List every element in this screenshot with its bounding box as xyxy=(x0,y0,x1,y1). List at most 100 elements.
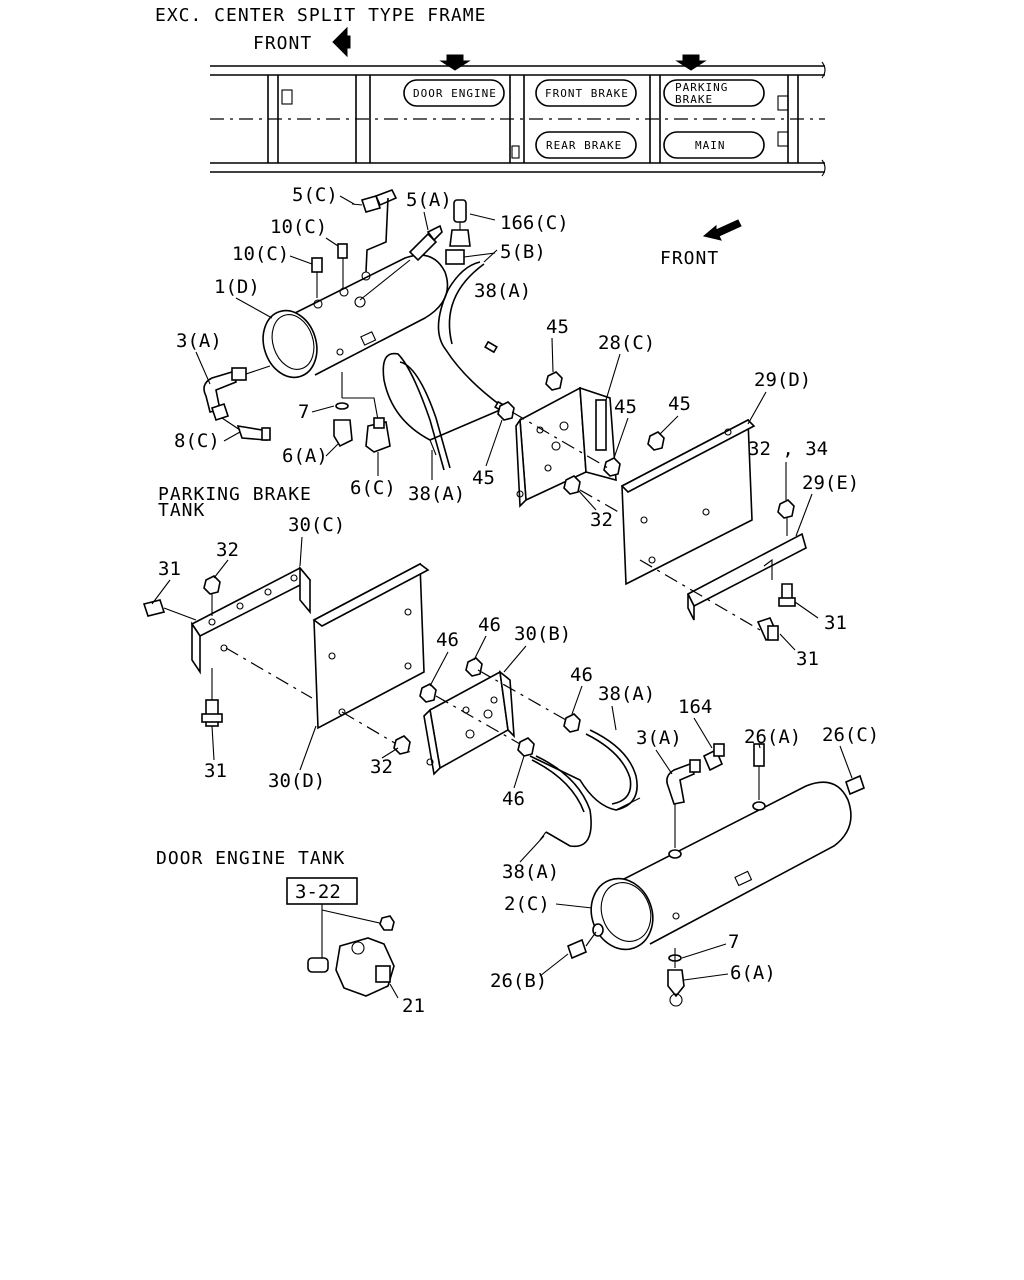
callout-7-2: 7 xyxy=(728,931,739,953)
bracket-30c xyxy=(142,565,313,727)
ref-box-3-22: 3-22 xyxy=(286,877,385,958)
frame-title: EXC. CENTER SPLIT TYPE FRAME xyxy=(155,5,486,26)
callout-21: 21 xyxy=(402,995,425,1017)
callout-6c: 6(C) xyxy=(350,477,396,499)
valve-21 xyxy=(307,915,399,999)
parking-brake-tank-heading-1: PARKING BRAKE xyxy=(158,484,312,505)
callout-30d: 30(D) xyxy=(268,770,325,792)
frame-tank-parking-brake: PARKING BRAKE xyxy=(663,79,765,107)
callout-46-3: 46 xyxy=(570,664,593,686)
callout-32-2: 32 xyxy=(216,539,239,561)
drain-assembly-upper xyxy=(333,372,391,453)
callout-1d: 1(D) xyxy=(214,276,260,298)
valve-166c xyxy=(449,199,496,247)
svg-text:BRAKE: BRAKE xyxy=(675,93,713,106)
svg-text:FRONT BRAKE: FRONT BRAKE xyxy=(545,87,629,100)
connector-8c xyxy=(221,417,271,441)
rail-break-top xyxy=(821,61,826,79)
svg-text:DOOR ENGINE: DOOR ENGINE xyxy=(413,87,497,100)
callout-31-2: 31 xyxy=(824,612,847,634)
callout-38a-4: 38(A) xyxy=(502,861,559,883)
callout-46-2: 46 xyxy=(478,614,501,636)
callout-30c: 30(C) xyxy=(288,514,345,536)
callout-labels: 5(C) 10(C) 10(C) 5(A) 166(C) 5(B) 1(D) 3… xyxy=(158,184,879,1017)
fitting-5a xyxy=(359,224,443,301)
bracket-28c xyxy=(515,386,617,508)
frame-tank-front-brake: FRONT BRAKE xyxy=(535,79,637,107)
plate-29d xyxy=(620,418,756,586)
rail-break-bottom xyxy=(821,159,826,177)
callout-3a-2: 3(A) xyxy=(636,727,682,749)
svg-text:PARKING: PARKING xyxy=(675,81,728,94)
callout-28c: 28(C) xyxy=(598,332,655,354)
callout-45-3: 45 xyxy=(668,393,691,415)
tank-1d xyxy=(262,254,449,379)
callout-10c-b: 10(C) xyxy=(232,243,289,265)
callout-26b: 26(B) xyxy=(490,970,547,992)
callout-5c: 5(C) xyxy=(292,184,338,206)
lower-tank-assembly: PARKING BRAKE TANK xyxy=(142,484,865,1007)
callout-32-1: 32 xyxy=(590,509,613,531)
callout-5a: 5(A) xyxy=(406,189,452,211)
tank-2c xyxy=(590,781,852,951)
frame-tank-main: MAIN xyxy=(663,131,765,159)
callout-26a: 26(A) xyxy=(744,726,801,748)
callout-46-4: 46 xyxy=(502,788,525,810)
svg-text:MAIN: MAIN xyxy=(695,139,726,152)
fitting-10c-b xyxy=(311,257,323,298)
callout-6a-1: 6(A) xyxy=(282,445,328,467)
callout-5b: 5(B) xyxy=(500,241,546,263)
hose-38a-lower xyxy=(529,729,641,848)
callout-31-3: 31 xyxy=(796,648,819,670)
callout-32-34: 32 , 34 xyxy=(748,438,828,460)
callout-45-4: 45 xyxy=(472,467,495,489)
frame-tank-rear-brake: REAR BRAKE xyxy=(535,131,637,159)
callout-30b: 30(B) xyxy=(514,623,571,645)
front-label-top: FRONT xyxy=(253,33,312,54)
callout-31-4: 31 xyxy=(204,760,227,782)
callout-45-1: 45 xyxy=(546,316,569,338)
callout-2c: 2(C) xyxy=(504,893,550,915)
callout-8c: 8(C) xyxy=(174,430,220,452)
plate-30d xyxy=(312,562,430,753)
svg-text:REAR BRAKE: REAR BRAKE xyxy=(546,139,622,152)
callout-32-3: 32 xyxy=(370,756,393,778)
cross-members xyxy=(267,75,799,163)
bracket-29e xyxy=(639,499,819,651)
front-label-mid: FRONT xyxy=(660,248,719,269)
callout-46-1: 46 xyxy=(436,629,459,651)
callout-29d: 29(D) xyxy=(754,369,811,391)
frame-tank-door-engine: DOOR ENGINE xyxy=(403,79,505,107)
callout-3a-1: 3(A) xyxy=(176,330,222,352)
callout-7-1: 7 xyxy=(298,401,309,423)
svg-text:3-22: 3-22 xyxy=(295,881,341,903)
callout-38a-3: 38(A) xyxy=(598,683,655,705)
callout-29e: 29(E) xyxy=(802,472,859,494)
fitting-5c xyxy=(351,188,398,273)
callout-166c: 166(C) xyxy=(500,212,569,234)
callout-164: 164 xyxy=(678,696,712,718)
callout-38a-2: 38(A) xyxy=(408,483,465,505)
fittings-tank-2c xyxy=(567,743,865,1007)
callout-45-2: 45 xyxy=(614,396,637,418)
nuts-46 xyxy=(393,657,581,757)
door-engine-tank-heading: DOOR ENGINE TANK xyxy=(156,848,345,869)
front-arrow-icon xyxy=(332,26,351,58)
nuts-45 xyxy=(497,371,665,531)
callout-10c-a: 10(C) xyxy=(270,216,327,238)
fitting-5b xyxy=(445,249,496,265)
bracket-30b xyxy=(423,670,515,776)
down-arrow-icon-parking xyxy=(675,54,707,71)
frame-overview: EXC. CENTER SPLIT TYPE FRAME FRONT xyxy=(155,5,826,177)
leader-lines xyxy=(151,195,853,981)
fitting-10c-a xyxy=(337,243,348,288)
front-arrow-mid-icon xyxy=(702,219,742,241)
callout-6a-2: 6(A) xyxy=(730,962,776,984)
hose-38a-upper xyxy=(382,249,508,471)
upper-tank-assembly: FRONT xyxy=(203,188,819,651)
callout-26c: 26(C) xyxy=(822,724,879,746)
callout-38a-1: 38(A) xyxy=(474,280,531,302)
down-arrow-icon-door-engine xyxy=(439,54,471,71)
